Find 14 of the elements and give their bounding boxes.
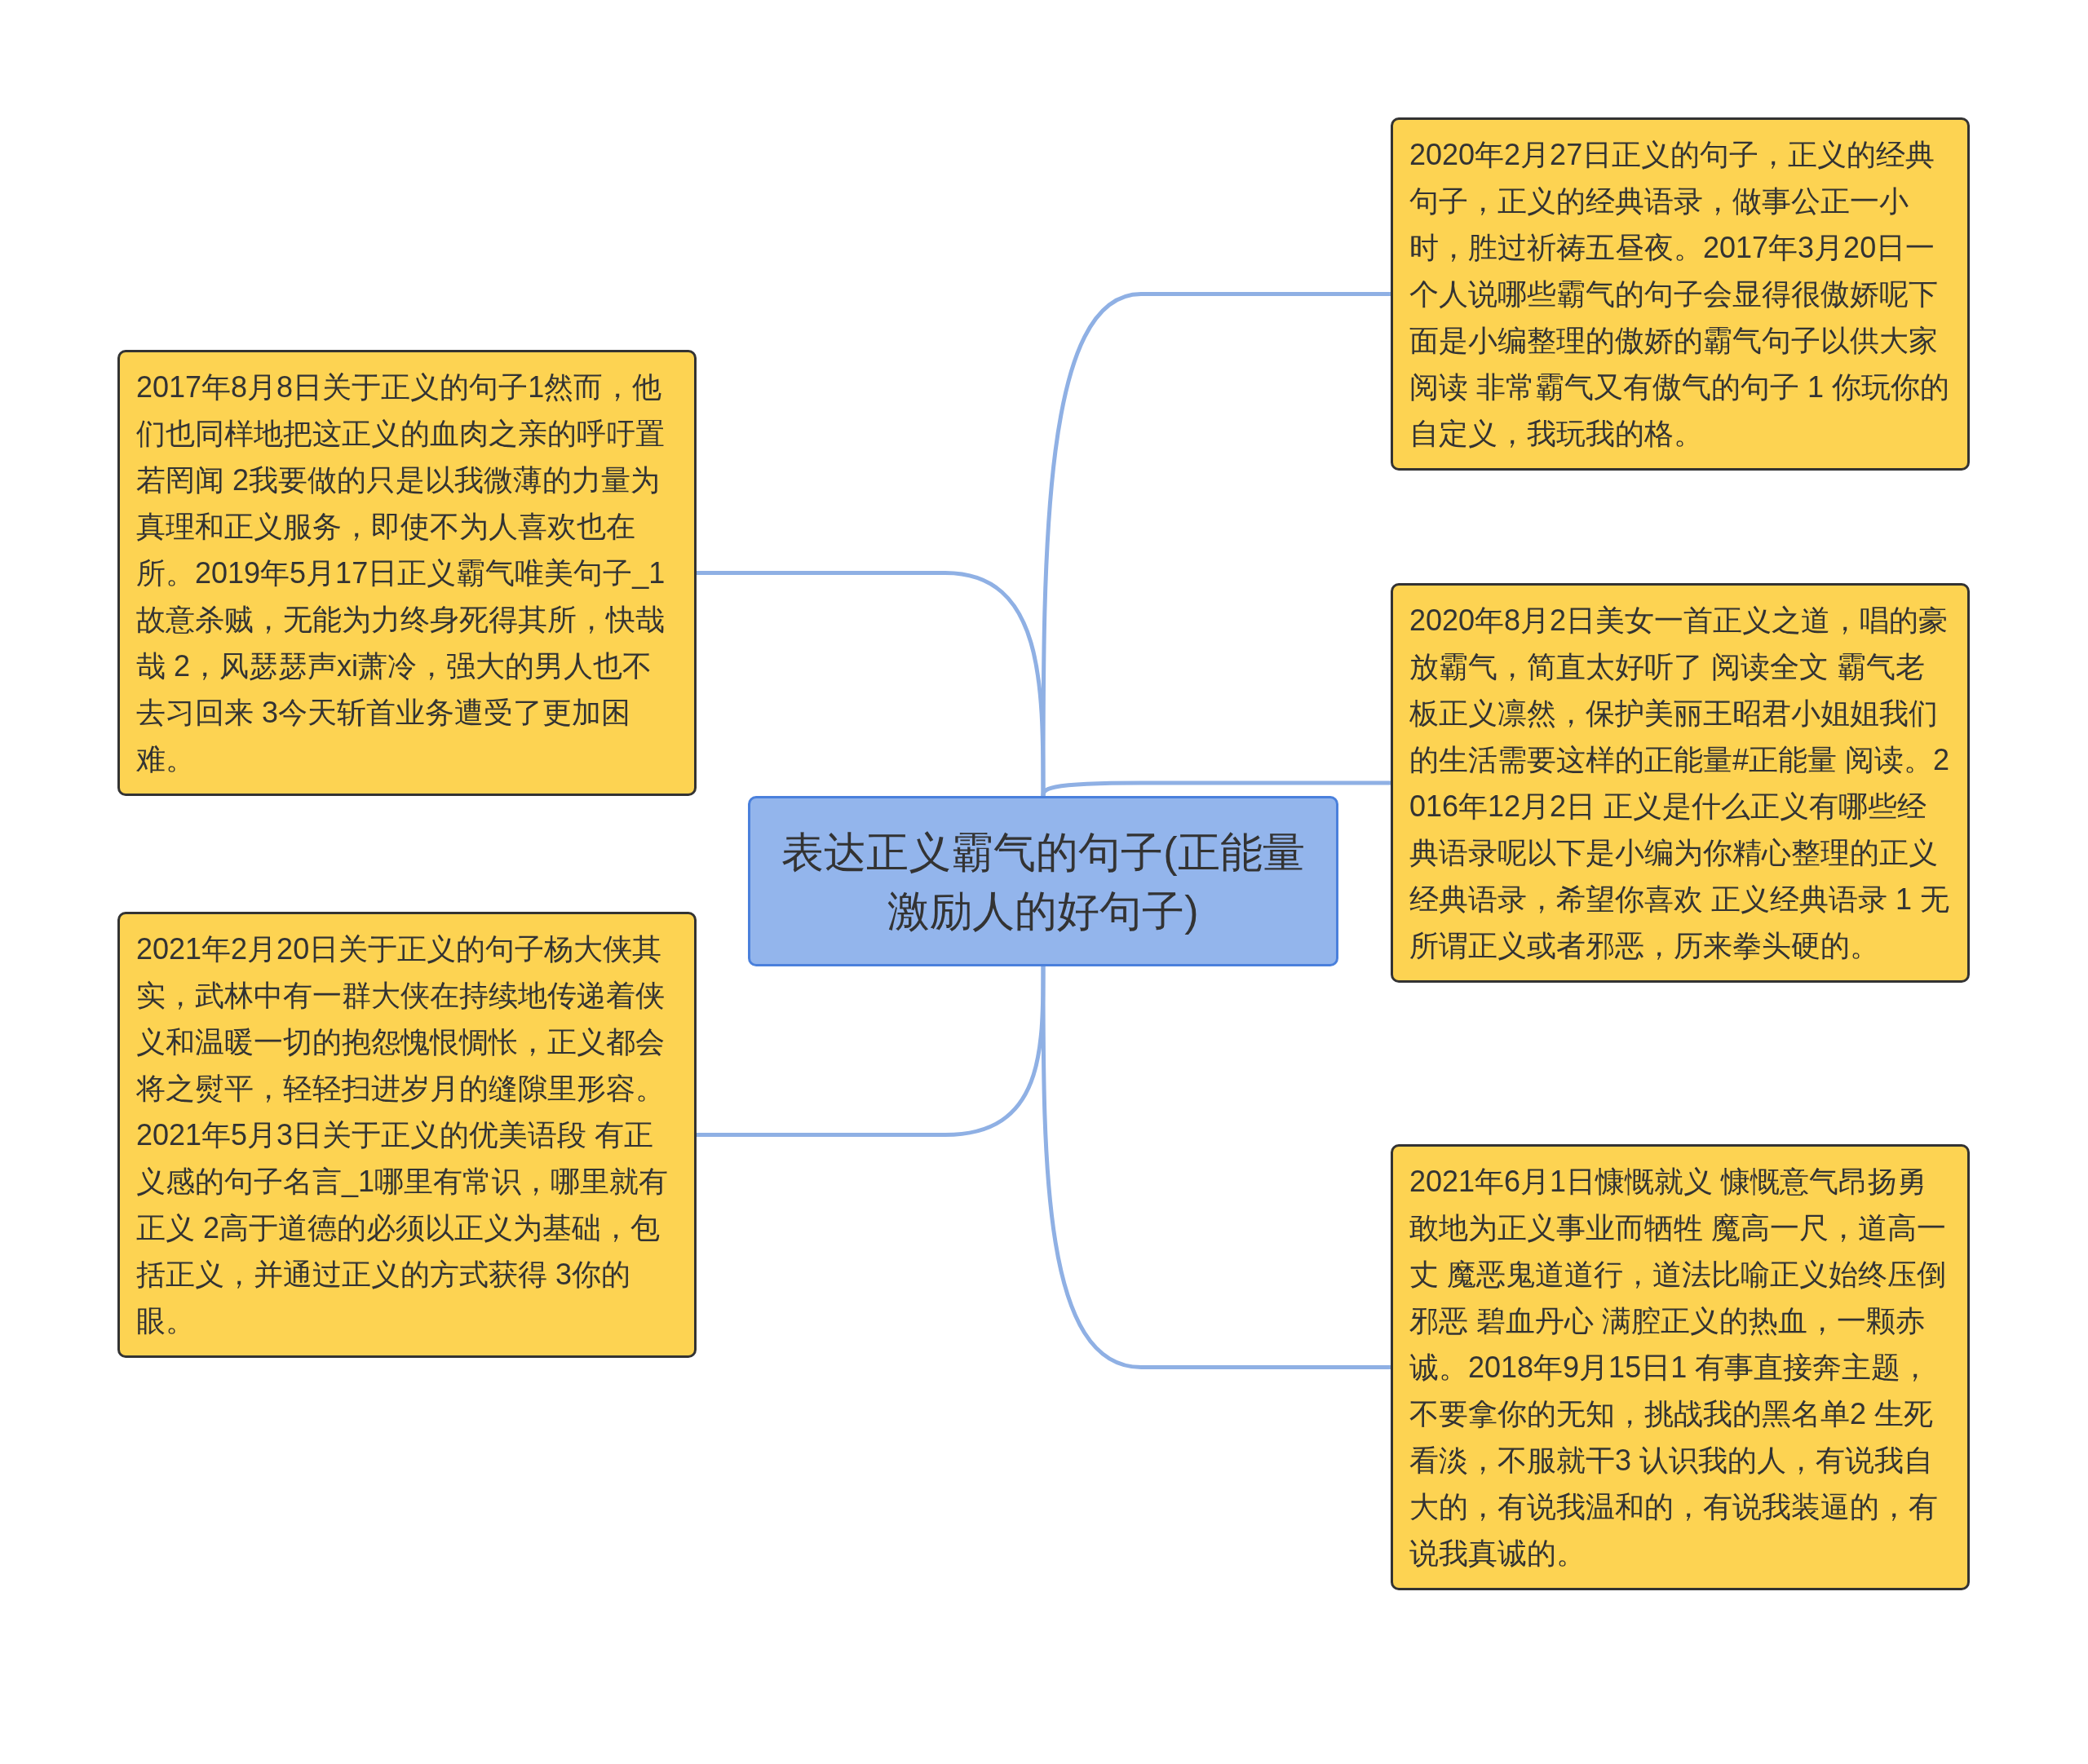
topic-text: 2021年6月1日慷慨就义 慷慨意气昂扬勇敢地为正义事业而牺牲 魔高一尺，道高一丈 魔恶鬼道道行，道法比喻正义始终压倒邪恶 碧血丹心 满腔正义的热血，一颗赤诚。2018年9月15日1 有事直接奔主题，不要拿你的无知，挑战我的黑名单2 生死看淡，不服就干3 认识我的人，有说我自大的，有说我温和的，有说我装逼的，有说我真诚的。 bbox=[1409, 1164, 1947, 1572]
connector-line bbox=[1041, 780, 1391, 797]
topic-box bbox=[117, 350, 697, 796]
central-topic-box bbox=[748, 796, 1338, 966]
topic-box bbox=[1391, 117, 1970, 471]
topic-box bbox=[1391, 1144, 1970, 1590]
topic-box bbox=[1391, 583, 1970, 983]
topic-text: 2020年8月2日美女一首正义之道，唱的豪放霸气，简直太好听了 阅读全文 霸气老板正义凛然，保护美丽王昭君小姐姐我们的生活需要这样的正能量#正能量 阅读。2016年12月2日 正义是什么正义有哪些经典语录呢以下是小编为你精心整理的正义经典语录，希望你喜欢 正义经典语录 1 无所谓正义或者邪恶，历来拳头硬的。 bbox=[1409, 603, 1951, 964]
connector-line bbox=[1041, 966, 1391, 1369]
topic-text: 2017年8月8日关于正义的句子1然而，他们也同样地把这正义的血肉之亲的呼吁置若罔闻 2我要做的只是以我微薄的力量为真理和正义服务，即使不为人喜欢也在所。2019年5月17日正义霸气唯美句子_1故意杀贼，无能为力终身死得其所，快哉哉 2，风瑟瑟声xi萧冷，强大的男人也不去习回来 3今天斩首业务遭受了更加困难。 bbox=[136, 369, 666, 777]
topic-text: 2021年2月20日关于正义的句子杨大侠其实，武林中有一群大侠在持续地传递着侠义和温暖一切的抱怨愧恨惆怅，正义都会将之熨平，轻轻扫进岁月的缝隙里形容。2021年5月3日关于正义的优美语段 有正义感的句子名言_1哪里有常识，哪里就有正义 2高于道德的必须以正义为基础，包括正义，并通过正义的方式获得 3你的眼。 bbox=[136, 931, 670, 1339]
topic-box bbox=[117, 912, 697, 1358]
topic-text: 2020年2月27日正义的句子，正义的经典句子，正义的经典语录，做事公正一小时，胜过祈祷五昼夜。2017年3月20日一个人说哪些霸气的句子会显得很傲娇呢下面是小编整理的傲娇的霸气句子以供大家阅读 非常霸气又有傲气的句子 1 你玩你的自定义，我玩我的格。 bbox=[1409, 137, 1951, 452]
topic-title: 表达正义霸气的句子(正能量激励人的好句子) bbox=[781, 827, 1306, 936]
